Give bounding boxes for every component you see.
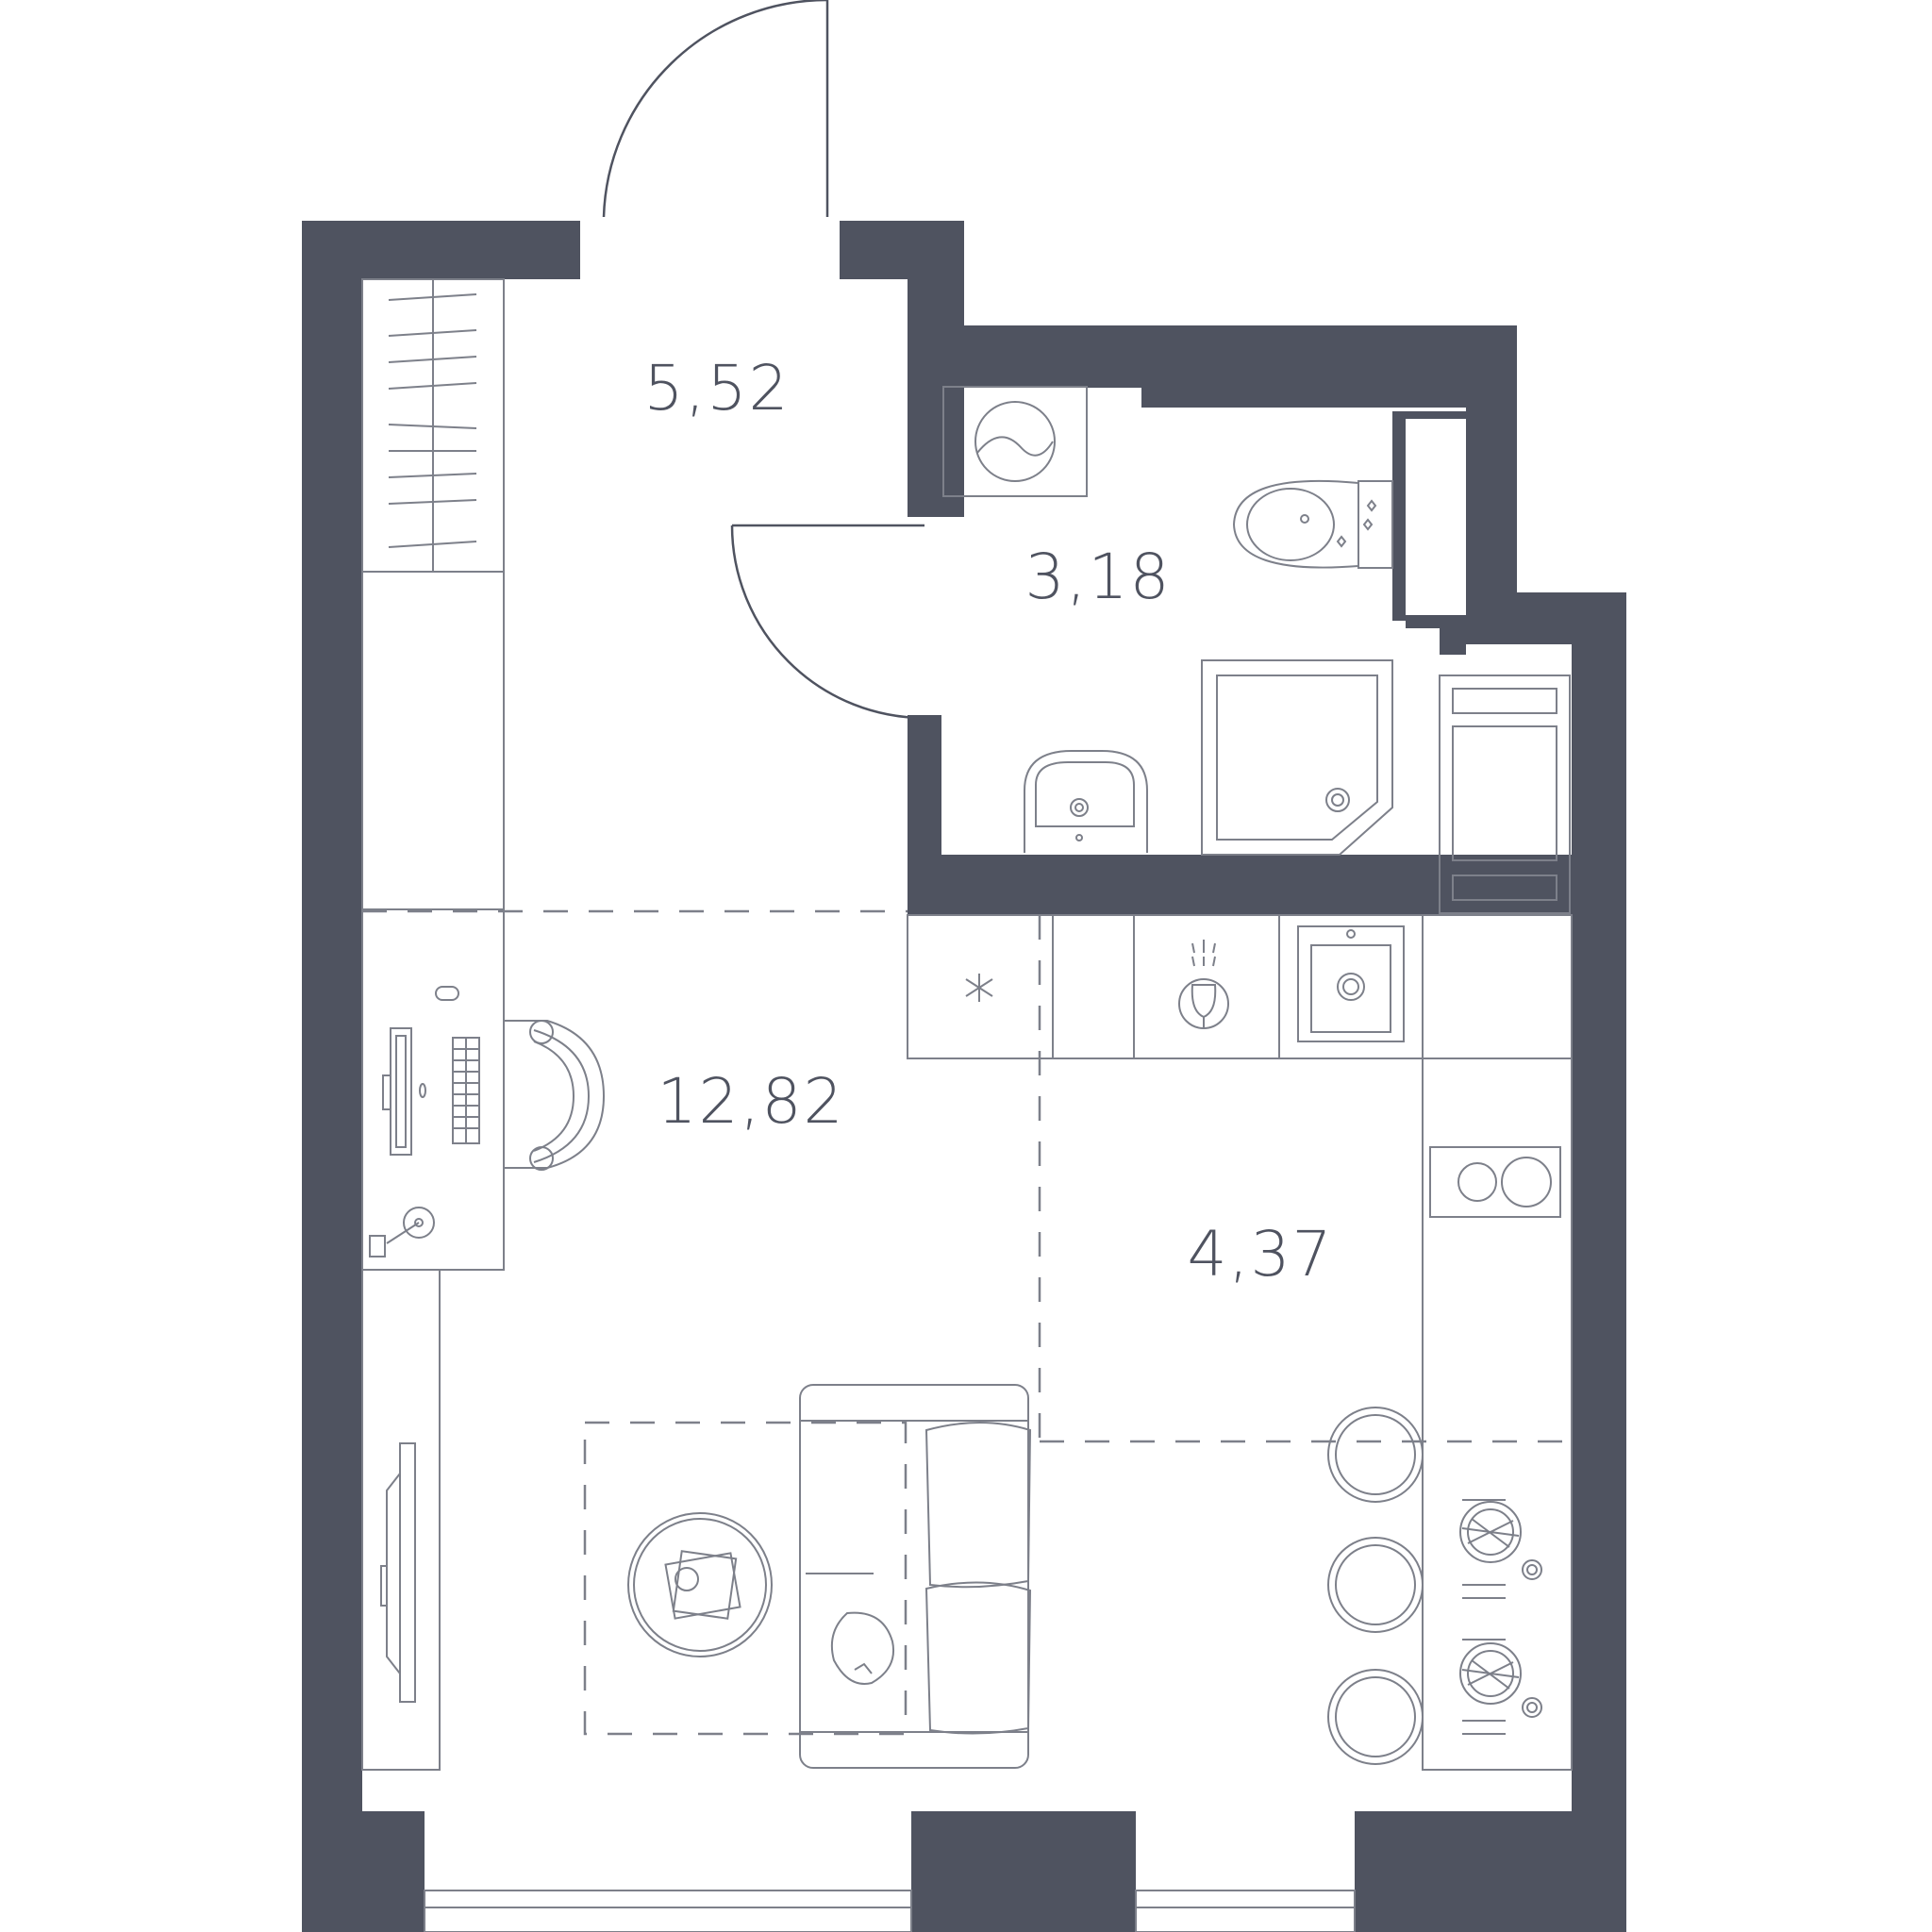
sofa — [799, 1384, 1032, 1769]
coffee-table — [627, 1512, 773, 1657]
kitchen-area-label: 4,37 — [1188, 1218, 1334, 1291]
entrance-door — [602, 0, 829, 218]
bathroom-area-label: 3,18 — [1025, 541, 1172, 613]
wardrobe — [361, 278, 505, 910]
area-labels: 5,52 3,18 12,82 4,37 — [644, 352, 1334, 1291]
walls — [302, 221, 1626, 1932]
tv-stand — [361, 1269, 441, 1771]
windows — [424, 1890, 1356, 1932]
table-settings — [1459, 1499, 1542, 1735]
toilet — [1232, 479, 1393, 569]
washing-machine — [942, 386, 1088, 497]
bathroom-sink — [1024, 750, 1148, 853]
rug — [583, 1421, 908, 1736]
hall-area-label: 5,52 — [644, 352, 791, 425]
desk — [361, 908, 505, 1271]
bar-stools — [1327, 1407, 1424, 1765]
bathroom-door — [730, 524, 925, 720]
living-room-area-label: 12,82 — [658, 1065, 845, 1138]
desk-chair — [504, 1020, 606, 1171]
dishwasher — [1178, 940, 1229, 1029]
cooktop — [1429, 1146, 1561, 1218]
shower-tray — [1201, 659, 1393, 856]
sparkle-icon — [965, 974, 993, 1002]
kitchen-sink — [1297, 925, 1405, 1042]
refrigerator — [1439, 675, 1571, 914]
kitchen-counter — [907, 914, 1573, 1771]
zone-dividers — [362, 909, 1572, 1443]
